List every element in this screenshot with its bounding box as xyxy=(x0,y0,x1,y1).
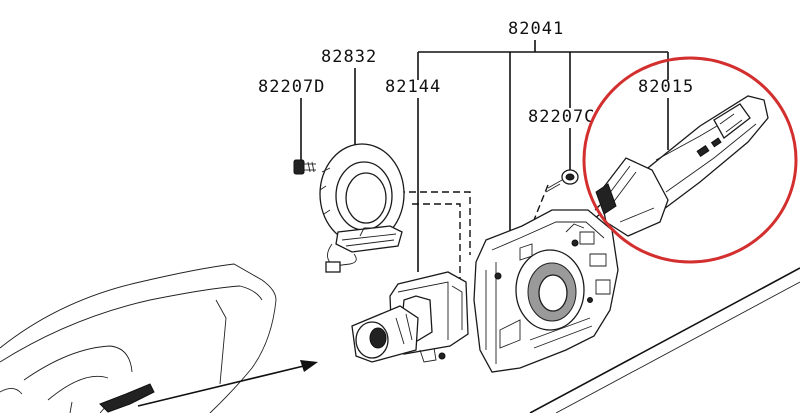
steering-column-cover xyxy=(0,263,277,413)
label-82144[interactable]: 82144 xyxy=(385,77,441,97)
label-82207d[interactable]: 82207D xyxy=(258,77,325,97)
turn-signal-switch-82015[interactable] xyxy=(595,95,769,237)
label-82015[interactable]: 82015 xyxy=(638,77,694,97)
dash-edge-line xyxy=(529,267,800,413)
screw-82207c[interactable] xyxy=(545,169,579,193)
screw-82207d[interactable] xyxy=(293,159,316,175)
label-82041[interactable]: 82041 xyxy=(508,19,564,39)
column-switch-body[interactable] xyxy=(473,209,619,373)
insertion-arrow xyxy=(137,360,318,407)
label-82832[interactable]: 82832 xyxy=(321,47,377,67)
highlight-circle xyxy=(582,56,798,264)
wiper-switch-82144[interactable] xyxy=(351,271,469,363)
label-82207c[interactable]: 82207C xyxy=(528,107,595,127)
leader-lines xyxy=(300,40,669,272)
clock-spring-82832[interactable] xyxy=(319,143,405,273)
